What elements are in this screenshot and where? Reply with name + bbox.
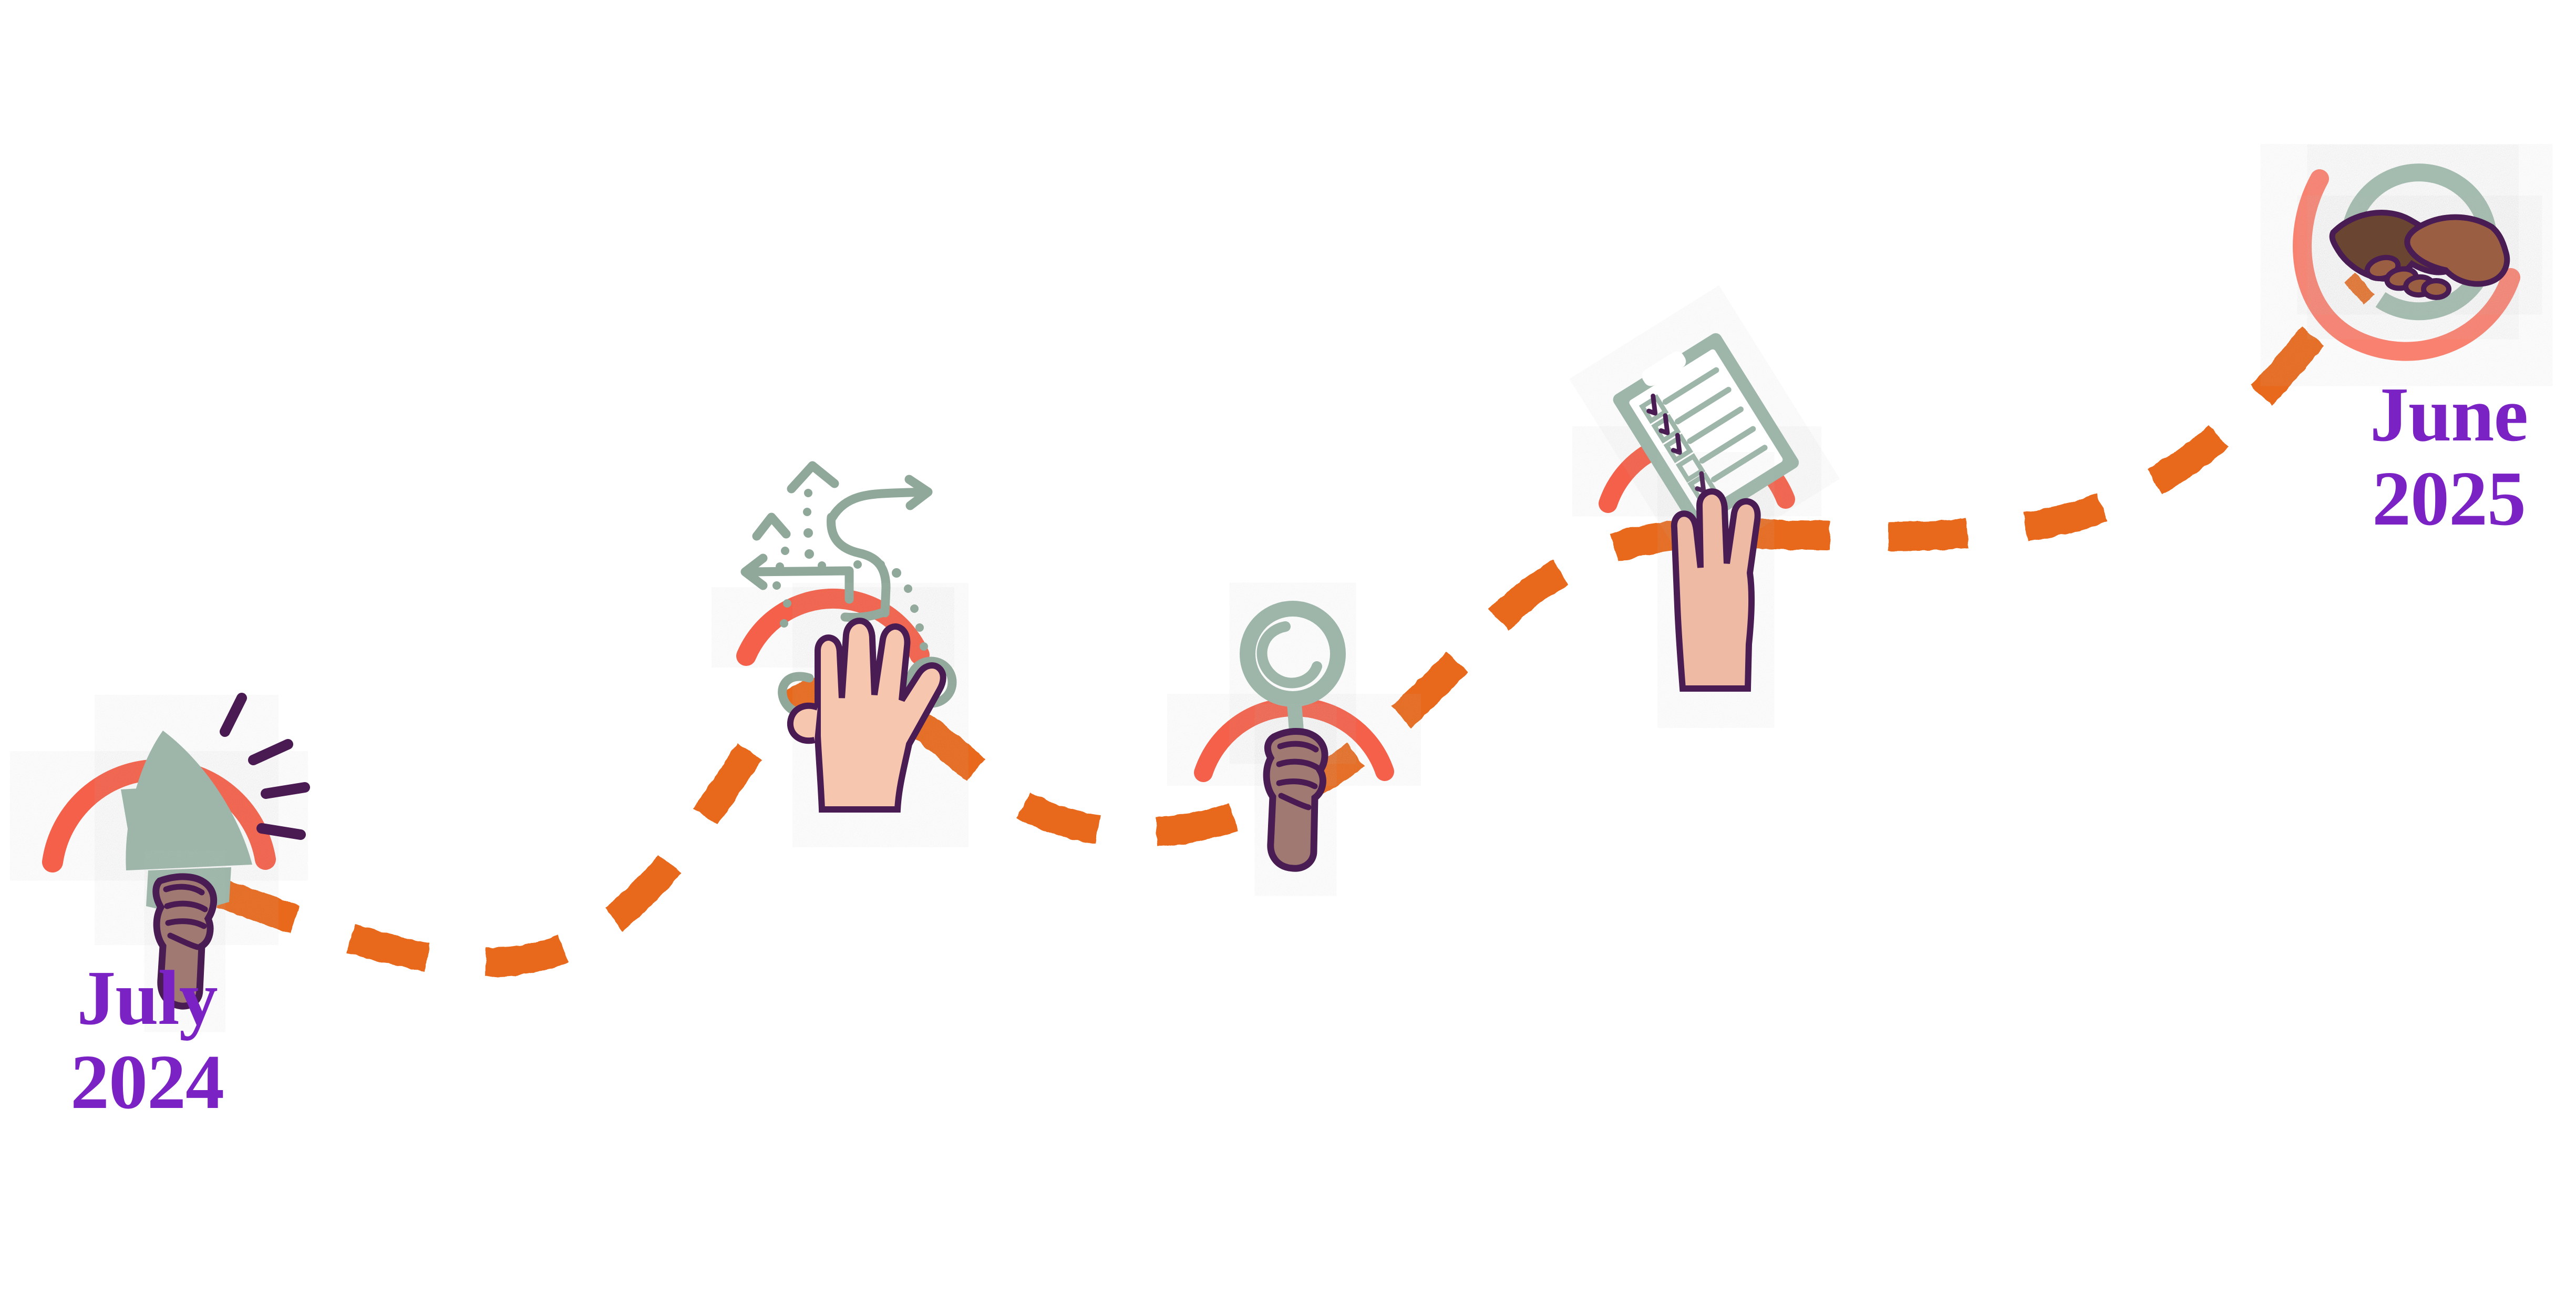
clipboard-icon: [1613, 333, 1799, 529]
dotted-trails: [772, 489, 932, 666]
milestone-3-magnifier-fist: [1194, 601, 1394, 872]
coral-crescent-arc: [2293, 169, 2520, 361]
arrow-up-icon: [787, 461, 839, 494]
milestone-label-june-2025: June 2025: [2369, 372, 2528, 542]
milestone-2-hand-arrows: [736, 461, 957, 813]
checkmark-icon: [1646, 393, 1706, 494]
milestone-1-megaphone-fist: [42, 693, 310, 1010]
dashed-path-line: [216, 272, 2375, 977]
arrow-right-icon: [828, 487, 930, 522]
milestone-label-july-2024: July 2024: [70, 955, 224, 1125]
milestone-4-clipboard-hand: [1599, 333, 1799, 692]
holding-hand: [1671, 488, 1761, 692]
checkbox-group: [1639, 394, 1717, 502]
journey-path: [216, 272, 2375, 977]
open-hand: [787, 618, 946, 813]
magnifying-glass-icon: [1240, 601, 1346, 738]
sound-wave-strokes: [220, 693, 310, 840]
handshake-icon: [2329, 210, 2510, 300]
milestone-5-handshake-cycle: [2293, 163, 2520, 361]
megaphone-handle: [121, 788, 152, 868]
fist-hand: [152, 873, 218, 1010]
fist-hand: [1263, 728, 1328, 872]
arrow-left-icon: [744, 566, 854, 604]
